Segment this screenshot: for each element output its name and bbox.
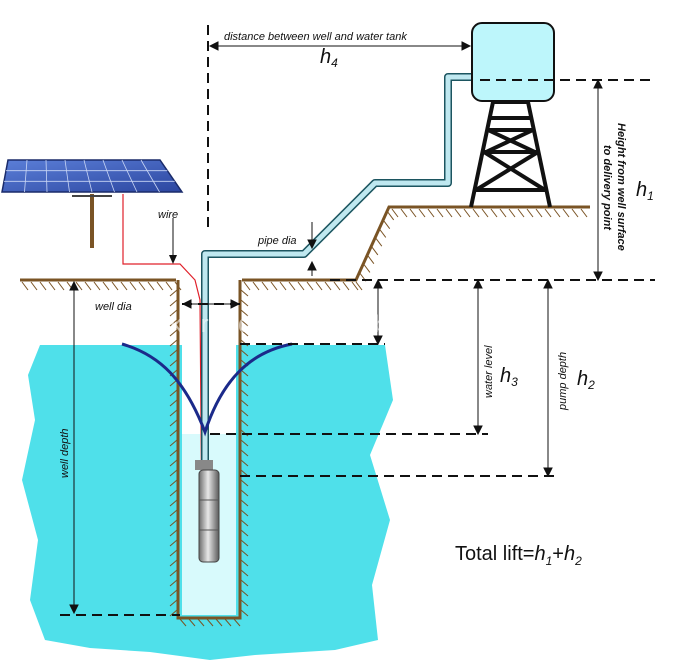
pump <box>195 460 220 563</box>
label-h3: h3 <box>500 365 518 389</box>
formula-sub2: 2 <box>574 554 582 568</box>
height-line2: to delivery point <box>601 145 613 231</box>
ground-surface <box>20 205 590 282</box>
delivery-pipe-inner <box>202 74 475 540</box>
formula-h1: h <box>534 543 545 565</box>
h2-var: h <box>577 368 588 390</box>
label-well-dia: well dia <box>95 301 132 313</box>
h1-sub: 1 <box>647 189 654 203</box>
label-h2: h2 <box>577 368 595 392</box>
ground-hatching <box>21 208 588 291</box>
label-distance: distance between well and water tank <box>224 31 407 43</box>
label-pipe-dia: pipe dia <box>257 235 297 247</box>
solar-panel <box>1 159 184 248</box>
h2-sub: 2 <box>587 378 595 392</box>
height-line1: Height from well surface <box>615 123 627 251</box>
label-well-depth: well depth <box>59 428 71 478</box>
well-wall-hatching <box>169 289 249 627</box>
watermark: kairuijidian.en.alibaba.com <box>170 311 453 338</box>
total-lift-formula: Total lift=h1+h2 <box>455 543 582 568</box>
h3-var: h <box>500 365 511 387</box>
label-h4: h4 <box>320 46 338 70</box>
h4-var: h <box>320 46 331 68</box>
drawdown-curve <box>121 342 293 437</box>
tank-tower <box>469 100 552 208</box>
formula-plus: + <box>552 543 564 565</box>
dimension-arrows <box>69 41 603 615</box>
h3-sub: 3 <box>511 375 518 389</box>
label-pump-depth: pump depth <box>557 352 569 411</box>
label-height: Height from well surface to delivery poi… <box>601 123 627 251</box>
wire <box>122 194 203 541</box>
label-water-level: water level <box>483 345 495 398</box>
label-wire: wire <box>158 209 178 221</box>
h1-var: h <box>636 179 647 201</box>
formula-prefix: Total lift= <box>455 543 534 565</box>
formula-h2: h <box>564 543 575 565</box>
h4-sub: 4 <box>331 56 338 70</box>
well-casing <box>176 280 242 620</box>
label-h1: h1 <box>636 179 654 203</box>
water-tank <box>471 22 555 102</box>
formula-sub1: 1 <box>546 554 553 568</box>
